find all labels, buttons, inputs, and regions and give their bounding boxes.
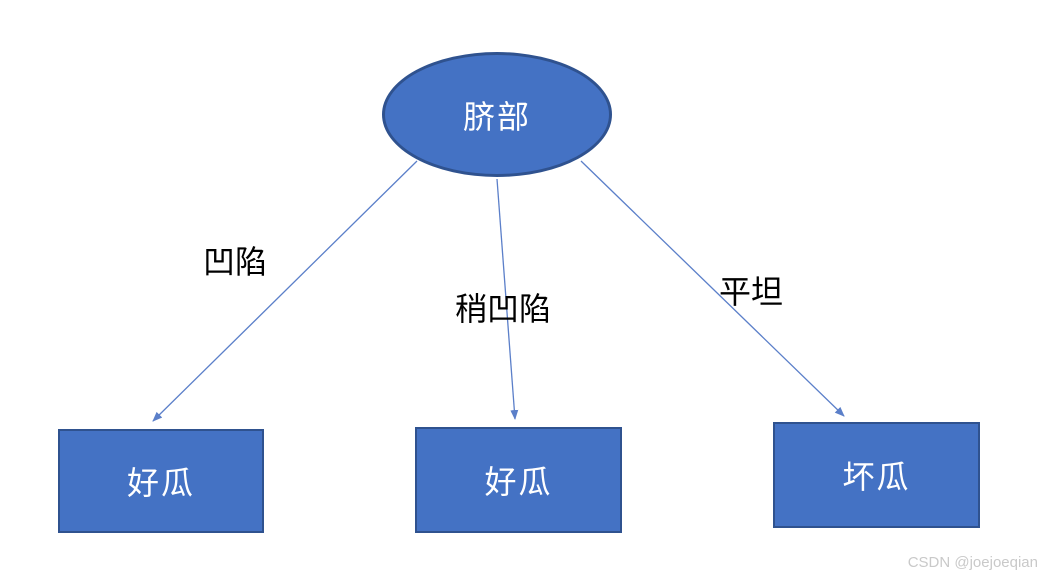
root-node-label: 脐部 (462, 98, 531, 135)
csdn-watermark: CSDN @joejoeqian (907, 554, 1038, 571)
edge-arrow-flat (580, 160, 845, 417)
leaf-node-label: 好瓜 (126, 465, 195, 501)
leaf-node-good-melon-2: 好瓜 (415, 427, 622, 533)
edge-label-sunken: 凹陷 (203, 244, 268, 280)
leaf-node-bad-melon: 坏瓜 (773, 422, 980, 528)
edge-label-slightly-sunken: 稍凹陷 (455, 291, 552, 327)
edge-arrow-sunken (152, 160, 418, 422)
edge-label-flat: 平坦 (719, 274, 784, 310)
leaf-node-label: 坏瓜 (842, 459, 911, 495)
root-node-ellipse: 脐部 (382, 52, 612, 177)
leaf-node-label: 好瓜 (484, 464, 553, 500)
edge-arrow-slightly-sunken (496, 178, 519, 420)
leaf-node-good-melon-1: 好瓜 (58, 429, 264, 533)
